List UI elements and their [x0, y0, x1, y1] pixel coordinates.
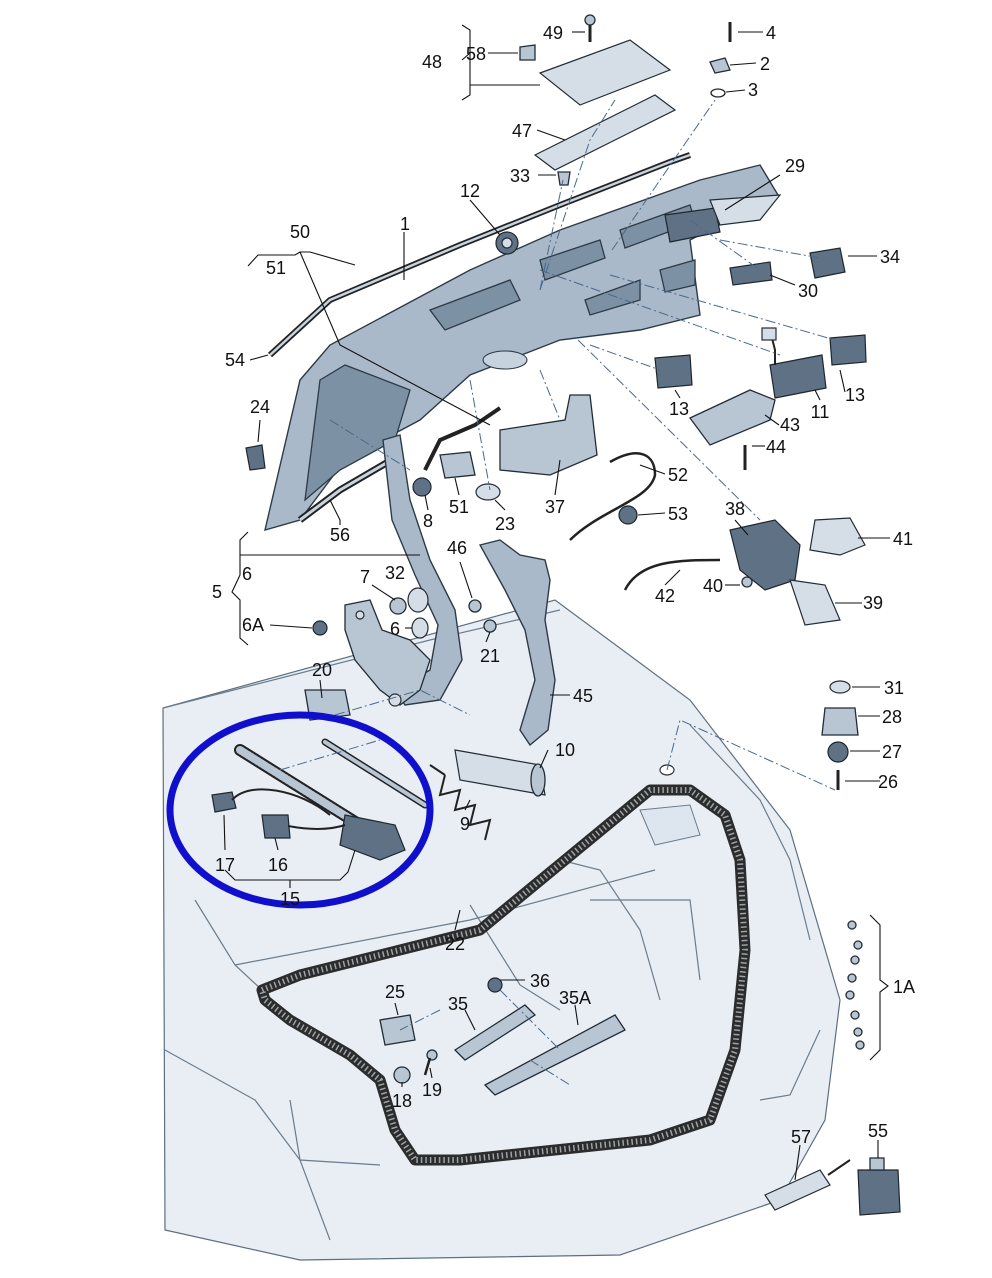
callout-40: 40	[703, 576, 723, 596]
callout-45: 45	[573, 686, 593, 706]
callout-35A: 35A	[559, 988, 591, 1008]
lock-assembly	[623, 517, 866, 626]
callout-18: 18	[392, 1091, 412, 1111]
callout-56: 56	[330, 525, 350, 545]
spring-and-sleeve	[429, 749, 546, 841]
callout-29: 29	[785, 156, 805, 176]
callout-55: 55	[868, 1121, 888, 1141]
callout-47: 47	[512, 121, 532, 141]
callout-33: 33	[510, 166, 530, 186]
callout-4: 4	[766, 23, 776, 43]
callout-35: 35	[448, 994, 468, 1014]
callout-17: 17	[215, 855, 235, 875]
callout-15: 15	[280, 889, 300, 909]
callout-37: 37	[545, 497, 565, 517]
callout-1A: 1A	[893, 977, 915, 997]
callout-22: 22	[445, 934, 465, 954]
callout-26: 26	[878, 772, 898, 792]
callout-48: 48	[422, 52, 442, 72]
callout-6A: 6A	[242, 615, 264, 635]
gas-strut-assembly	[211, 738, 429, 861]
callout-44: 44	[766, 437, 786, 457]
callout-25: 25	[385, 982, 405, 1002]
callout-20: 20	[312, 660, 332, 680]
callout-11: 11	[811, 402, 830, 422]
callout-54: 54	[225, 350, 245, 370]
hinge-assembly	[304, 434, 463, 721]
car-rear-body	[162, 599, 841, 1261]
callout-23: 23	[495, 514, 515, 534]
callout-57: 57	[791, 1127, 811, 1147]
callout-50: 50	[290, 222, 310, 242]
callout-49: 49	[543, 23, 563, 43]
callout-51-bottom: 51	[449, 497, 469, 517]
callout-27: 27	[882, 742, 902, 762]
callout-5: 5	[212, 582, 222, 602]
callout-2: 2	[760, 54, 770, 74]
callout-24: 24	[250, 397, 270, 417]
assembly-lines	[279, 99, 836, 1086]
callout-12: 12	[460, 181, 480, 201]
callout-6-bolt: 6	[390, 619, 400, 639]
callout-30: 30	[798, 281, 818, 301]
leader-lines	[223, 24, 890, 1181]
callout-42: 42	[655, 586, 675, 606]
callout-52: 52	[668, 465, 688, 485]
callout-9: 9	[460, 814, 470, 834]
callout-53: 53	[668, 504, 688, 524]
callout-34: 34	[880, 247, 900, 267]
callout-10: 10	[555, 740, 575, 760]
callout-13-right: 13	[845, 385, 865, 405]
callout-6: 6	[242, 564, 252, 584]
callout-7: 7	[360, 567, 370, 587]
callout-46: 46	[447, 538, 467, 558]
callout-28: 28	[882, 707, 902, 727]
screw-set-1A	[845, 920, 865, 1050]
callout-38: 38	[725, 499, 745, 519]
callout-51-top: 51	[266, 258, 286, 278]
highlight-circle	[166, 711, 434, 909]
callout-21: 21	[480, 646, 500, 666]
callout-13-left: 13	[669, 399, 689, 419]
callout-43: 43	[780, 415, 800, 435]
callout-16: 16	[268, 855, 288, 875]
callout-39: 39	[863, 593, 883, 613]
callout-8: 8	[423, 511, 433, 531]
callout-58: 58	[466, 44, 486, 64]
callout-labels: 1 1A 2 3 4 5 6 6A 7 8 9 10 11 12 13 13 1…	[212, 23, 915, 1147]
trim-cover-45	[478, 539, 556, 747]
callout-32: 32	[385, 563, 405, 583]
callout-41: 41	[893, 529, 913, 549]
callout-36: 36	[530, 971, 550, 991]
callout-3: 3	[748, 80, 758, 100]
callout-31: 31	[884, 678, 904, 698]
callout-19: 19	[422, 1080, 442, 1100]
callout-1: 1	[400, 214, 410, 234]
